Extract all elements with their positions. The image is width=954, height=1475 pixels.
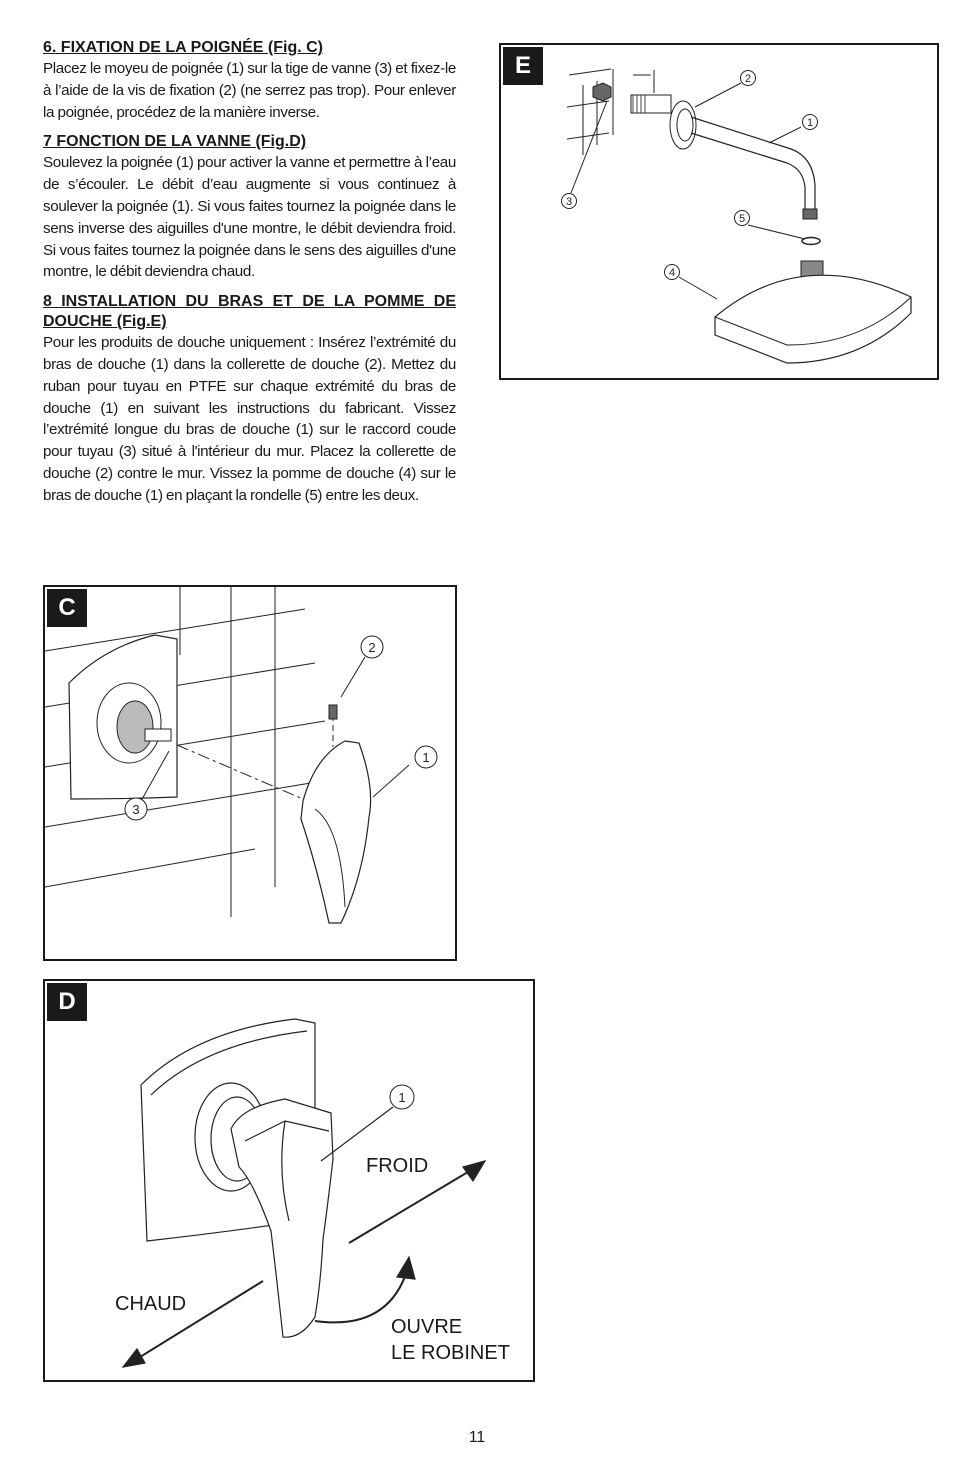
figure-e-callout-1: 1 <box>802 114 818 130</box>
svg-text:3: 3 <box>566 196 572 208</box>
figure-e-callout-2: 2 <box>740 70 756 86</box>
figure-c: 1 2 3 C <box>43 585 457 961</box>
svg-text:5: 5 <box>739 213 745 225</box>
svg-text:2: 2 <box>368 640 375 655</box>
section-8-body: Pour les produits de douche uniquement :… <box>43 334 456 504</box>
ouvre-label-line1: OUVRE <box>391 1316 463 1338</box>
section-6-body: Placez le moyeu de poignée (1) sur la ti… <box>43 60 456 121</box>
figure-c-callout-1: 1 <box>414 745 438 769</box>
svg-text:2: 2 <box>745 73 751 85</box>
ouvre-label-line2: LE ROBINET <box>391 1342 510 1364</box>
figure-d: 1 D FROID CHAUD OUVRE LE ROBINET <box>43 979 535 1382</box>
figure-d-illustration: 1 <box>121 1018 487 1368</box>
section-8: 8 INSTALLATION DU BRAS ET DE LA POMME DE… <box>43 292 456 506</box>
svg-text:3: 3 <box>132 802 139 817</box>
section-7-body: Soulevez la poignée (1) pour activer la … <box>43 154 456 281</box>
svg-text:1: 1 <box>398 1090 405 1105</box>
figure-e-letter: E <box>503 47 543 85</box>
section-7-heading: 7 FONCTION DE LA VANNE (Fig.D) <box>43 133 307 151</box>
figure-d-callout-1: 1 <box>389 1084 415 1110</box>
froid-label: FROID <box>366 1155 429 1177</box>
figure-c-callout-2: 2 <box>360 635 384 659</box>
figure-c-letter: C <box>47 589 87 627</box>
figure-e-callout-4: 4 <box>664 264 680 280</box>
section-7: 7 FONCTION DE LA VANNE (Fig.D) Soulevez … <box>43 132 456 283</box>
figure-e-callout-5: 5 <box>734 210 750 226</box>
page-number: 11 <box>468 1429 486 1446</box>
section-8-heading: 8 INSTALLATION DU BRAS ET DE LA POMME DE… <box>43 293 456 331</box>
section-6-heading: 6. FIXATION DE LA POIGNÉE (Fig. C) <box>43 39 324 56</box>
figure-e: 1 2 3 4 5 E <box>499 43 939 380</box>
figure-d-letter: D <box>47 983 87 1021</box>
section-6: 6. FIXATION DE LA POIGNÉE (Fig. C) Place… <box>43 38 456 123</box>
chaud-label: CHAUD <box>115 1293 187 1315</box>
instructions-column: 6. FIXATION DE LA POIGNÉE (Fig. C) Place… <box>43 38 456 516</box>
svg-text:1: 1 <box>807 117 813 129</box>
figure-e-illustration: 1 2 3 4 5 <box>561 68 912 364</box>
svg-text:1: 1 <box>422 750 429 765</box>
figure-c-callout-3: 3 <box>124 797 148 821</box>
svg-text:4: 4 <box>669 267 675 279</box>
figure-c-illustration: 1 2 3 <box>45 587 438 924</box>
figure-e-callout-3: 3 <box>561 193 577 209</box>
